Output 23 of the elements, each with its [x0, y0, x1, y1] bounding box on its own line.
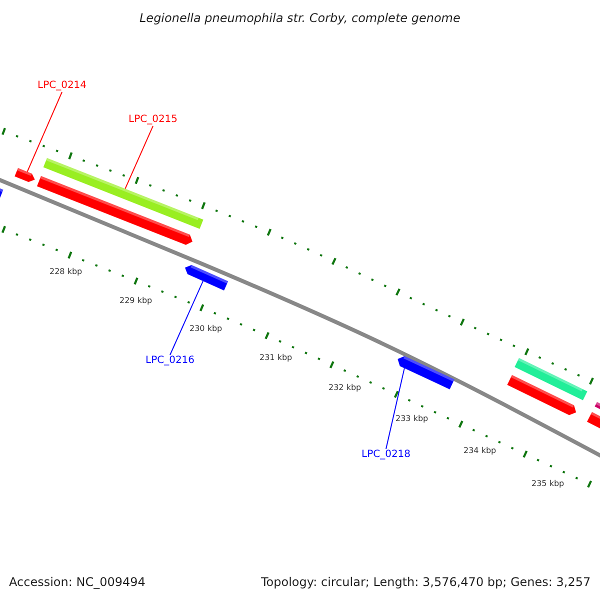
- tick-label: 230 kbp: [190, 325, 222, 333]
- tick-label: 232 kbp: [328, 384, 362, 392]
- gene-label: LPC_0218: [362, 450, 411, 460]
- gene-bar: [398, 356, 454, 390]
- gene-label: LPC_0215: [128, 115, 178, 125]
- tick-label: 234 kbp: [464, 447, 496, 455]
- gene-label: LPC_0216: [146, 356, 195, 366]
- accession-text: Accession: NC_009494: [9, 576, 146, 588]
- tick-label: 228 kbp: [50, 268, 82, 276]
- tick-label: 233 kbp: [396, 415, 428, 423]
- tick-label: 229 kbp: [120, 297, 152, 305]
- gene-bar: [14, 168, 35, 182]
- tick-label: 235 kbp: [532, 480, 564, 488]
- title: Legionella pneumophila str. Corby, complete genome: [140, 12, 460, 24]
- genome-info-text: Topology: circular; Length: 3,576,470 bp; Genes: 3,257: [261, 576, 591, 588]
- leader-line: [170, 280, 204, 356]
- gene-label: LPC_0214: [38, 81, 87, 91]
- gene-bar: [184, 265, 228, 290]
- tick-label: 231 kbp: [260, 354, 292, 362]
- leader-line: [26, 92, 62, 172]
- leader-line: [386, 368, 405, 450]
- leader-line: [124, 126, 154, 190]
- gene-bar: [43, 158, 204, 229]
